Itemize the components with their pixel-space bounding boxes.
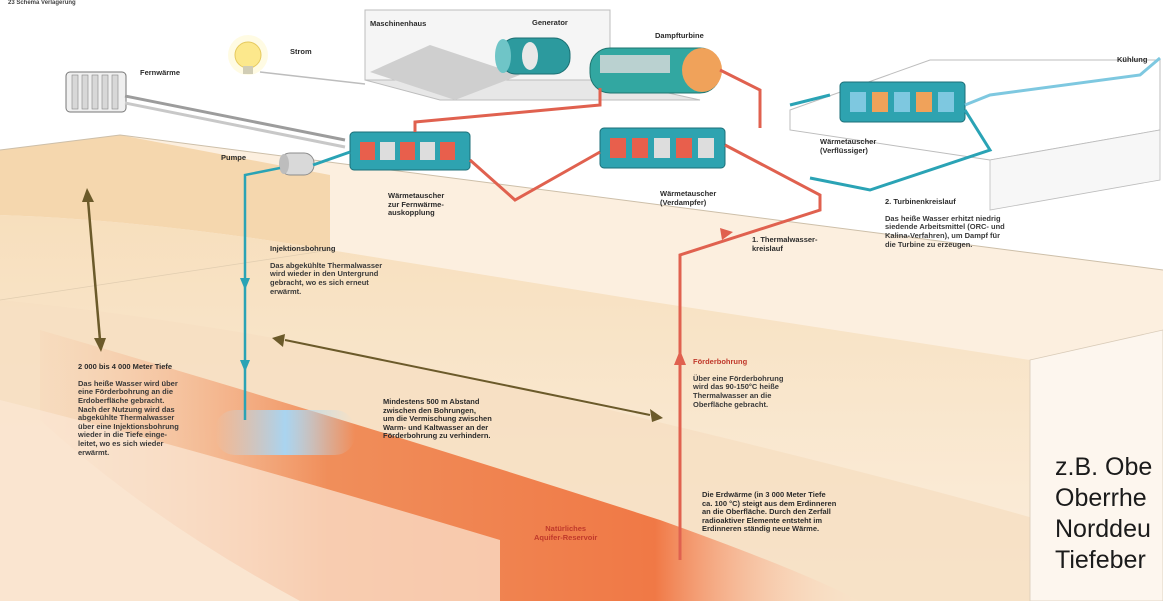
district-heating-pipes xyxy=(125,72,365,147)
label-turbinenkreislauf: 2. Turbinenkreislauf Das heiße Wasser er… xyxy=(885,189,1005,258)
light-bulb-icon xyxy=(228,35,268,75)
overlay-line-1: z.B. Obe xyxy=(1055,452,1152,483)
label-foerderbohrung: Förderbohrung Über eine Förderbohrung wi… xyxy=(693,349,783,418)
turbinenkreislauf-title: 2. Turbinenkreislauf xyxy=(885,198,1005,207)
heat-exchanger-evaporator xyxy=(600,128,725,168)
overlay-text: z.B. Obe Oberrhe Norddeu Tiefeber xyxy=(1055,452,1152,576)
label-wt-verdampfer: Wärmetauscher (Verdampfer) xyxy=(660,190,716,207)
label-thermalwasserkreislauf: 1. Thermalwasser- kreislauf xyxy=(752,236,817,253)
label-kuehlung: Kühlung xyxy=(1117,56,1147,65)
pump-icon xyxy=(279,153,314,175)
heat-exchanger-district xyxy=(350,132,470,170)
turbinenkreislauf-text: Das heiße Wasser erhitzt niedrig siedend… xyxy=(885,215,1005,249)
injektion-text: Das abgekühlte Thermalwasser wird wieder… xyxy=(270,262,382,296)
tiefe-title: 2 000 bis 4 000 Meter Tiefe xyxy=(78,363,179,372)
label-strom: Strom xyxy=(290,48,312,57)
overlay-line-4: Tiefeber xyxy=(1055,545,1152,576)
label-pumpe: Pumpe xyxy=(221,154,246,163)
overlay-line-2: Oberrhe xyxy=(1055,483,1152,514)
steam-turbine-icon xyxy=(590,48,722,93)
heat-exchanger-condenser xyxy=(840,82,965,122)
foerder-title: Förderbohrung xyxy=(693,358,783,367)
injektion-title: Injektionsbohrung xyxy=(270,245,382,254)
label-abstand: Mindestens 500 m Abstand zwischen den Bo… xyxy=(383,398,492,441)
label-reservoir: Natürliches Aquifer-Reservoir xyxy=(534,525,597,542)
label-injektionsbohrung: Injektionsbohrung Das abgekühlte Thermal… xyxy=(270,236,382,305)
overlay-line-3: Norddeu xyxy=(1055,514,1152,545)
tiefe-text: Das heiße Wasser wird über eine Förderbo… xyxy=(78,380,179,457)
generator-icon xyxy=(495,38,570,74)
label-erdwaerme: Die Erdwärme (in 3 000 Meter Tiefe ca. 1… xyxy=(702,491,836,534)
label-wt-verfluessiger: Wärmetauscher (Verflüssiger) xyxy=(820,138,876,155)
label-tiefe: 2 000 bis 4 000 Meter Tiefe Das heiße Wa… xyxy=(78,354,179,466)
label-generator: Generator xyxy=(532,19,568,28)
foerder-text: Über eine Förderbohrung wird das 90-150°… xyxy=(693,375,783,409)
radiator-icon xyxy=(66,72,126,112)
label-dampfturbine: Dampfturbine xyxy=(655,32,704,41)
label-maschinenhaus: Maschinenhaus xyxy=(370,20,426,29)
label-fernwaerme: Fernwärme xyxy=(140,69,180,78)
label-wt-fernwaerme: Wärmetauscher zur Fernwärme- auskopplung xyxy=(388,192,444,218)
header-label: 23 Schema Verlagerung xyxy=(8,0,76,6)
